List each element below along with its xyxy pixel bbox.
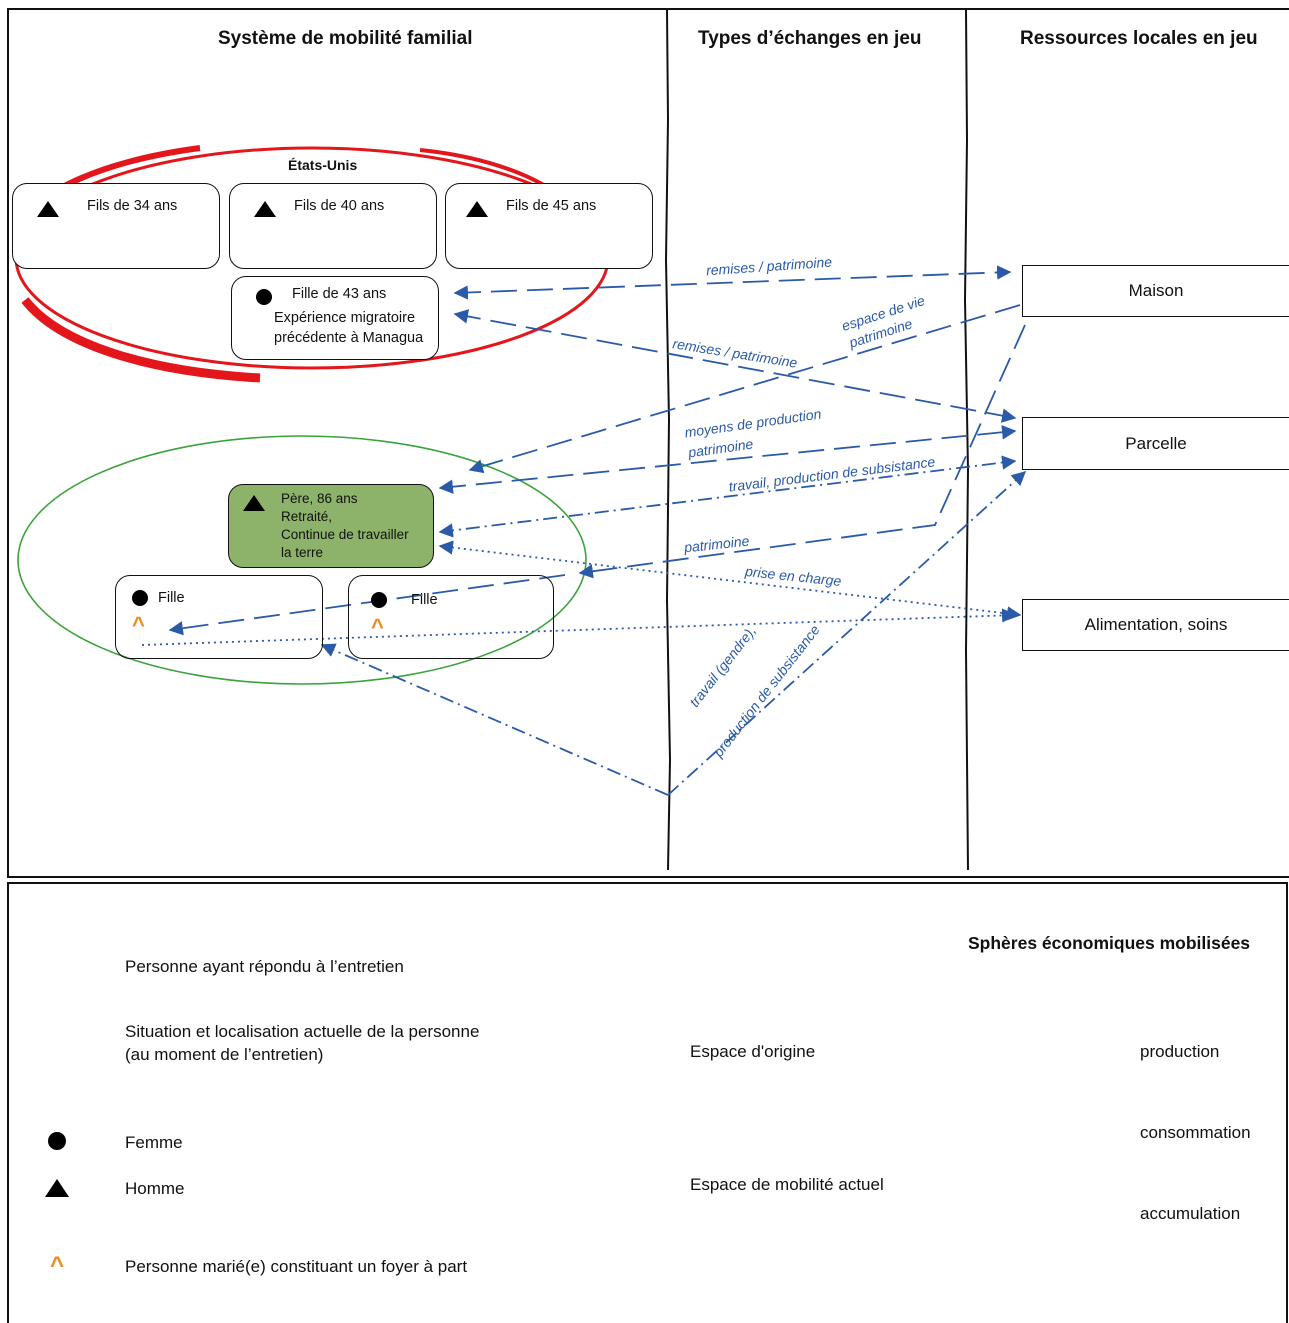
legend-accumulation: accumulation: [1140, 1204, 1241, 1223]
person-label: Fille: [158, 590, 185, 606]
legend-spheres-title: Sphères économiques mobilisées: [968, 933, 1251, 953]
person-box-father: Père, 86 ans Retraité, Continue de trava…: [228, 484, 434, 568]
legend-origin: Espace d'origine: [690, 1042, 816, 1061]
flow-gender-2: [320, 643, 669, 796]
person-box-daughter-b: Fille ^: [348, 575, 554, 659]
person-label: Fils de 40 ans: [294, 198, 385, 214]
triangle-icon: [254, 201, 276, 217]
legend-married: Personne marié(e) constituant un foyer à…: [125, 1257, 468, 1276]
person-detail: précédente à Managua: [274, 330, 424, 346]
flow-heritage: [578, 324, 1026, 579]
person-label: Fils de 45 ans: [506, 198, 597, 214]
circle-icon: [256, 289, 272, 305]
circle-icon: [132, 590, 148, 606]
legend-consumption: consommation: [1140, 1123, 1251, 1142]
flow-remit-plot: [453, 309, 1017, 423]
legend-panel: [7, 882, 1288, 1323]
flow-labour: [438, 455, 1017, 538]
person-detail: Expérience migratoire: [274, 310, 416, 326]
woman-icon: [48, 1132, 66, 1150]
triangle-icon: [37, 201, 59, 217]
resource-food: Alimentation, soins: [1022, 599, 1289, 651]
legend-mobility: Espace de mobilité actuel: [690, 1175, 884, 1194]
flow-remit-house: [453, 265, 1012, 300]
married-legend-icon: ^: [50, 1252, 65, 1279]
flow-gender-1: [667, 471, 1027, 796]
person-box-daughter-a: Fille ^: [115, 575, 323, 659]
legend-respondent: Personne ayant répondu à l’entretien: [125, 957, 404, 976]
person-label: Fils de 34 ans: [87, 198, 178, 214]
legend-situation: Situation et localisation actuelle de la…: [125, 1022, 480, 1041]
person-label: Père, 86 ans: [281, 491, 358, 506]
resource-plot: Parcelle: [1022, 417, 1289, 470]
triangle-icon: [243, 495, 265, 511]
person-box-son45: Fils de 45 ans: [445, 183, 653, 269]
resource-house: Maison: [1022, 265, 1289, 317]
header-resources: Ressources locales en jeu: [1020, 28, 1258, 49]
person-detail: Continue de travailler: [281, 527, 409, 542]
usa-label: États-Unis: [288, 157, 358, 173]
person-label: Fille: [411, 592, 438, 608]
person-box-daughter43: Fille de 43 ans Expérience migratoire pr…: [231, 276, 439, 360]
person-label: Fille de 43 ans: [292, 286, 387, 302]
header-family: Système de mobilité familial: [218, 28, 473, 49]
married-icon: ^: [132, 612, 145, 637]
person-detail: la terre: [281, 545, 324, 560]
circle-icon: [371, 592, 387, 608]
legend-production: production: [1140, 1042, 1220, 1061]
header-exchanges: Types d’échanges en jeu: [698, 28, 922, 49]
married-icon: ^: [371, 614, 384, 639]
flow-food: [141, 608, 1017, 646]
person-box-son40: Fils de 40 ans: [229, 183, 437, 269]
person-box-son34: Fils de 34 ans: [12, 183, 220, 269]
man-icon: [45, 1179, 69, 1197]
legend-woman: Femme: [125, 1133, 183, 1152]
triangle-icon: [466, 201, 488, 217]
legend-man: Homme: [125, 1179, 185, 1198]
flow-care: [438, 540, 1022, 621]
legend-situation-2: (au moment de l’entretien): [125, 1045, 324, 1064]
person-detail: Retraité,: [281, 509, 333, 524]
flow-arrows: [141, 265, 1027, 796]
flow-heritage-2: [168, 574, 566, 636]
